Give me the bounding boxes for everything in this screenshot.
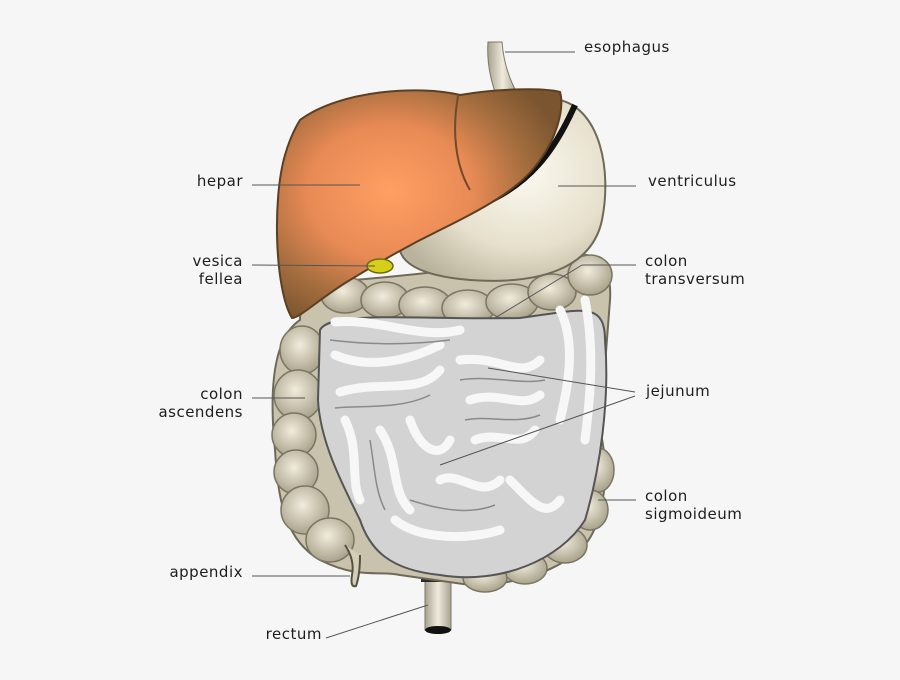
label-jejunum: jejunum xyxy=(646,382,711,400)
label-esophagus: esophagus xyxy=(584,38,670,56)
label-ventriculus: ventriculus xyxy=(648,172,737,190)
appendix xyxy=(344,544,361,588)
label-colon-transversum: colon transversum xyxy=(645,252,746,288)
label-hepar: hepar xyxy=(196,172,243,190)
label-vesica-fellea: vesica fellea xyxy=(192,252,243,288)
label-colon-sigmoideum: colon sigmoideum xyxy=(645,487,743,523)
leader-lines xyxy=(251,51,636,639)
label-colon-ascendens: colon ascendens xyxy=(158,385,243,421)
small-intestine xyxy=(316,295,608,579)
label-appendix: appendix xyxy=(169,563,243,581)
liver xyxy=(275,88,563,320)
label-rectum: rectum xyxy=(265,625,322,643)
